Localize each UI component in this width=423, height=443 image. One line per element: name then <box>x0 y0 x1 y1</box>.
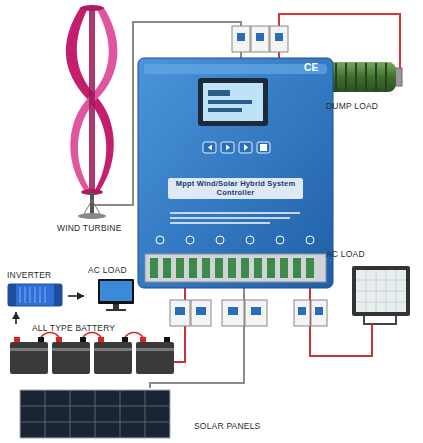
solar-panel <box>20 390 170 438</box>
component-node: Mppt Wind/Solar Hybrid System Controller <box>138 58 333 288</box>
flow-arrow <box>68 295 84 297</box>
component-label: AC LOAD <box>88 266 127 276</box>
component-node: AC LOAD <box>322 246 416 336</box>
component-node: WIND TURBINE <box>50 2 128 236</box>
controller-housing <box>138 58 333 288</box>
component-label: ALL TYPE BATTERY <box>32 324 115 334</box>
component-node: SOLAR PANELS <box>16 388 266 440</box>
component-label: WIND TURBINE <box>57 224 122 234</box>
flow-arrow <box>15 312 17 324</box>
floodlight-icon <box>352 266 410 336</box>
component-node: AC LOAD <box>84 264 136 314</box>
component-label: DUMP LOAD <box>326 102 378 112</box>
monitor-icon <box>98 279 134 311</box>
controller-title: Mppt Wind/Solar Hybrid System Controller <box>168 178 303 199</box>
component-node: DUMP LOAD <box>296 52 408 116</box>
component-label: INVERTER <box>7 271 51 281</box>
inverter-icon <box>8 284 62 306</box>
wire <box>279 14 400 58</box>
mark-label: CE <box>304 62 318 74</box>
wind-turbine <box>66 5 128 219</box>
component-label: SOLAR PANELS <box>194 422 261 432</box>
circuit-breaker <box>232 26 288 52</box>
component-label: AC LOAD <box>326 250 365 260</box>
battery-bank <box>10 333 179 375</box>
component-node: INVERTER <box>4 270 68 312</box>
circuit-breaker <box>170 300 327 326</box>
component-node: ALL TYPE BATTERY <box>4 324 179 380</box>
